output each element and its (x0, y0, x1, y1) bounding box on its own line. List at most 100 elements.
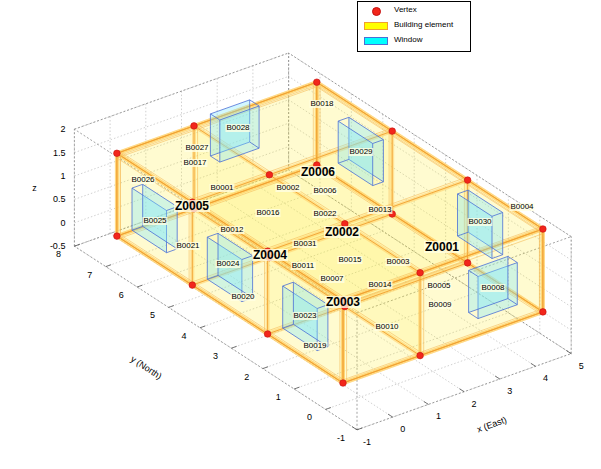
element-label: B0001 (209, 184, 234, 192)
element-label: B0015 (337, 256, 362, 264)
window-edge (338, 117, 349, 121)
axis-label: 3 (212, 352, 219, 361)
window-pane (338, 121, 373, 186)
window-edge (283, 324, 294, 328)
axis-label: 1 (435, 412, 442, 421)
vertex-dot (417, 269, 424, 276)
tick-mark (326, 408, 331, 410)
axis-label: z (31, 183, 38, 192)
legend-box: VertexBuilding elementWindow (357, 1, 471, 52)
axis-label: 0 (59, 218, 66, 227)
axis-label: -1 (362, 437, 372, 446)
element-label: B0019 (302, 342, 327, 350)
element-label: B0014 (367, 281, 392, 289)
vertex-dot (189, 282, 196, 289)
element-label: B0028 (225, 124, 250, 132)
vertex-dot (264, 331, 271, 338)
building-element-skin (117, 83, 543, 381)
element-label: B0029 (348, 148, 373, 156)
tick-mark (263, 367, 268, 369)
element-label: B0025 (142, 217, 167, 225)
element-label: B0012 (219, 226, 244, 234)
window-pane (293, 282, 328, 347)
element-label: B0008 (480, 284, 505, 292)
window-edge (207, 275, 218, 279)
element-label: B0009 (427, 301, 452, 309)
tick-mark (169, 306, 174, 308)
element-label: B0005 (426, 282, 451, 290)
window-pane (143, 184, 178, 249)
window-edge (492, 213, 503, 217)
element-label: B0006 (312, 187, 337, 195)
building-edge (343, 229, 543, 383)
window-edge (132, 184, 143, 188)
element-label: B0003 (385, 258, 410, 266)
axis-edge (74, 129, 75, 246)
tick-mark (357, 428, 362, 430)
window-edge (508, 299, 517, 305)
element-label: B0017 (182, 159, 207, 167)
axis-label: 4 (180, 331, 187, 340)
element-label: B0020 (230, 293, 255, 301)
tick-mark (106, 265, 111, 267)
axis-edge (571, 237, 572, 354)
axis-label: 6 (118, 291, 125, 300)
element-label: B0021 (175, 242, 200, 250)
tick-mark (495, 376, 500, 379)
element-label: B0018 (309, 100, 334, 108)
vertex-dot (464, 177, 471, 184)
window-edge (373, 140, 384, 144)
zone-label: Z0006 (300, 166, 336, 178)
vertex-dot (114, 150, 121, 157)
legend-text: Vertex (394, 6, 417, 14)
vertex-dot (372, 7, 381, 16)
axis-label: 5 (149, 311, 156, 320)
building-element-edge (117, 82, 543, 383)
window-pane (458, 194, 493, 259)
zone-label: Z0004 (252, 249, 288, 261)
zone-label: Z0005 (174, 200, 210, 212)
tick-mark (352, 427, 357, 430)
tick-mark (388, 414, 393, 417)
element-label: B0011 (291, 262, 316, 270)
element-label: B0030 (467, 218, 492, 226)
axis-label: 4 (542, 374, 549, 383)
element-label: B0007 (319, 275, 344, 283)
axis-label: 2 (243, 372, 250, 381)
vertex-dot (464, 260, 471, 267)
vertex-dot (114, 233, 121, 240)
element-label: B0013 (367, 206, 392, 214)
element-label: B0004 (509, 203, 534, 211)
vertex-marker (364, 7, 388, 15)
grid-line (110, 117, 111, 234)
legend-swatch (364, 22, 388, 30)
building-element-fill (117, 82, 543, 383)
axis-label: 7 (86, 270, 93, 279)
axis-label: 2 (471, 399, 478, 408)
window-edge (373, 182, 384, 186)
wall-skin (313, 83, 539, 313)
axis-label: 1 (275, 393, 282, 402)
axis-label: y (North) (128, 354, 164, 382)
tick-mark (567, 351, 572, 354)
window-edge (458, 190, 469, 194)
axis-label: 0 (399, 425, 406, 434)
axis-label: 5 (578, 361, 585, 370)
axis-label: 3 (506, 387, 513, 396)
element-label: B0027 (184, 144, 209, 152)
window-edge (210, 156, 219, 162)
window-edge (132, 226, 143, 230)
legend-row: Building element (358, 20, 470, 33)
tick-mark (294, 387, 299, 389)
element-label: B0002 (275, 184, 300, 192)
vertex-dot (191, 123, 198, 130)
building-edge (117, 153, 343, 383)
axis-label: 2 (59, 125, 66, 134)
window-edge (242, 256, 253, 260)
window-edge (469, 270, 478, 276)
window-edge (338, 159, 349, 163)
grid-line (571, 237, 572, 354)
vertex-dot (340, 380, 347, 387)
windows (132, 100, 517, 351)
